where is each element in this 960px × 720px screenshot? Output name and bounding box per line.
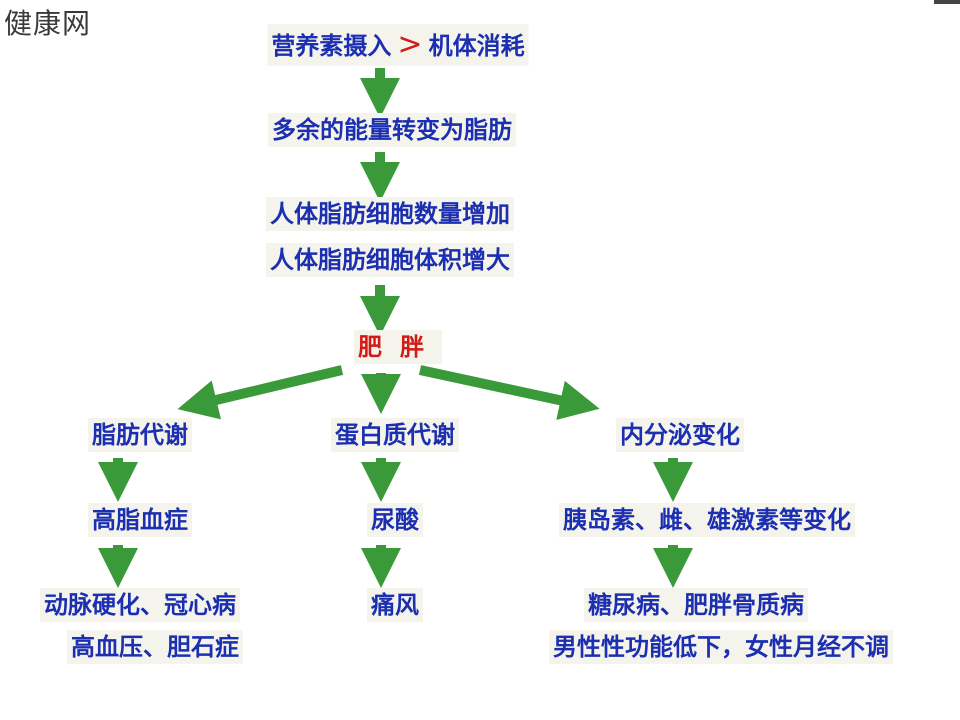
watermark-logo: 健康网 xyxy=(4,7,92,40)
node-hormone-change: 胰岛素、雌、雄激素等变化 xyxy=(559,503,855,537)
arrow-obesity-to-lipid xyxy=(177,365,344,420)
node-obesity: 肥胖 xyxy=(354,330,442,364)
node-fat-cell-volume: 人体脂肪细胞体积增大 xyxy=(266,243,514,277)
node-endocrine-disease-line1: 糖尿病、肥胖骨质病 xyxy=(584,588,808,622)
node-intake-vs-consumption: 营养素摄入>机体消耗 xyxy=(267,24,529,66)
node-endocrine-disease-line2: 男性性功能低下，女性月经不调 xyxy=(549,630,893,664)
node-consumption: 机体消耗 xyxy=(428,32,525,60)
corner-mark xyxy=(934,0,960,4)
node-lipid-metabolism: 脂肪代谢 xyxy=(88,418,192,452)
arrow-obesity-to-endocrine xyxy=(418,365,600,420)
node-fat-cell-count: 人体脂肪细胞数量增加 xyxy=(266,197,514,231)
node-hyperlipidemia: 高脂血症 xyxy=(88,503,192,537)
node-endocrine-change: 内分泌变化 xyxy=(616,418,744,452)
node-protein-metabolism: 蛋白质代谢 xyxy=(331,418,459,452)
greater-than-symbol: > xyxy=(397,27,423,62)
node-cardio-line1: 动脉硬化、冠心病 xyxy=(40,588,240,622)
node-gout: 痛风 xyxy=(367,588,423,622)
node-excess-to-fat: 多余的能量转变为脂肪 xyxy=(268,113,516,147)
node-intake: 营养素摄入 xyxy=(271,32,392,60)
node-cardio-line2: 高血压、胆石症 xyxy=(67,630,243,664)
node-uric-acid: 尿酸 xyxy=(367,503,423,537)
